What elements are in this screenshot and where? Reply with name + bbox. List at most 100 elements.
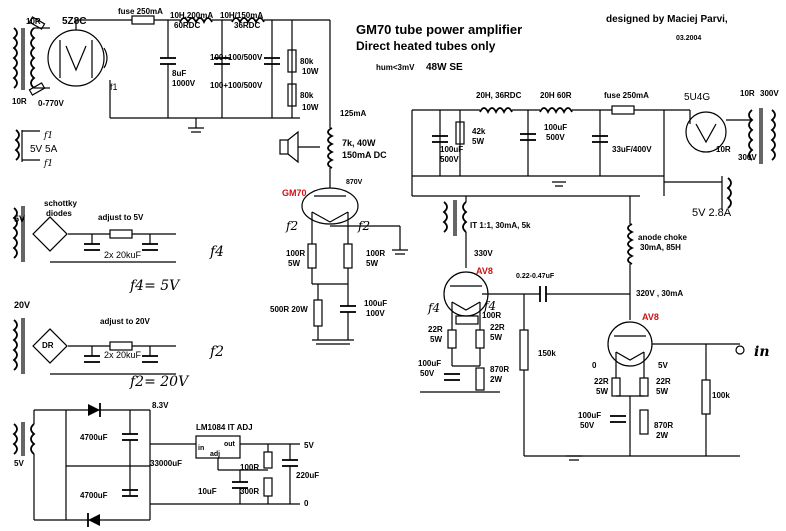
drv-v300b: 300V	[738, 153, 757, 162]
drv-choke2: 20H 60R	[540, 91, 572, 100]
hv-choke1b: 60RDC	[174, 21, 200, 30]
h2-adjust: adjust to 20V	[100, 317, 150, 326]
hv-r2w: 10W	[302, 103, 319, 112]
in-r22b: 22R	[656, 377, 671, 386]
lv-out-v: 5V	[304, 441, 314, 450]
h2-v: 20V	[14, 300, 30, 310]
in-r22a: 22R	[594, 377, 609, 386]
lv-zero: 0	[304, 499, 309, 508]
f2-gm70-left: f2	[285, 219, 298, 233]
power-label: 48W SE	[426, 62, 463, 73]
it-label: IT 1:1, 30mA, 5k	[470, 221, 531, 230]
h1-diodes: diodes	[46, 209, 72, 218]
out-r-left-w: 5W	[288, 259, 300, 268]
out-c-bottom: 100uF	[364, 299, 387, 308]
in-five: 5V	[658, 361, 668, 370]
hv-choke2: 10H/150mA	[220, 11, 263, 20]
hv-rect-name: 5Z8C	[62, 16, 86, 27]
drv-v300a: 300V	[760, 89, 779, 98]
in-r870w: 2W	[656, 431, 668, 440]
hv-filament: f1	[110, 82, 118, 92]
drv-c2v: 500V	[546, 133, 565, 142]
h2-f2: f2	[209, 344, 224, 360]
it-r150: 150k	[538, 349, 556, 358]
it-r870: 870R	[490, 365, 509, 374]
lv-in-v: 5V	[14, 459, 24, 468]
in-r22bw: 5W	[656, 387, 668, 396]
out-plate-v: 870V	[346, 179, 363, 186]
it-c100: 100uF	[418, 359, 441, 368]
drv-c1: 100uF	[440, 145, 463, 154]
title-line1: GM70 tube power amplifier	[356, 22, 522, 37]
hv-fuse: fuse 250mA	[118, 7, 163, 16]
drv-c1v: 500V	[440, 155, 459, 164]
h1-schottky: schottky	[44, 199, 77, 208]
in-r22aw: 5W	[596, 387, 608, 396]
hv-cap1b: 1000V	[172, 79, 196, 88]
drv-fuse: fuse 250mA	[604, 91, 649, 100]
hum-label: hum<3mV	[376, 63, 415, 72]
output-stage	[279, 127, 408, 345]
hv-heater-winding: 5V 5A	[30, 144, 58, 155]
h1-v: 5V	[14, 214, 25, 224]
f1-label-a: f1	[43, 131, 53, 141]
hv-choke2b: 36RDC	[234, 21, 260, 30]
lv-vout: 8.3V	[152, 401, 169, 410]
drv-c2: 100uF	[544, 123, 567, 132]
hv-cap2: 100+100/500V	[210, 53, 263, 62]
lv-pin-out: out	[224, 441, 236, 448]
drv-c3: 33uF/400V	[612, 145, 652, 154]
f1-label-b: f1	[43, 159, 53, 169]
drv-tube-name: AV8	[476, 266, 493, 276]
lv-reg: LM1084 IT ADJ	[196, 423, 253, 432]
it-r22a: 22R	[428, 325, 443, 334]
lv-pin-adj: adj	[210, 451, 220, 458]
lv-r300: 300R	[240, 487, 259, 496]
hv-tr-bottom: 10R	[12, 97, 27, 106]
in-r100k: 100k	[712, 391, 730, 400]
hv-r1w: 10W	[302, 67, 319, 76]
hv-voltage: 0-770V	[38, 99, 64, 108]
h2-dr: DR	[42, 341, 54, 350]
hv-supply	[12, 15, 331, 162]
out-r-right-w: 5W	[366, 259, 378, 268]
h1-f4eq: f4= 5V	[129, 278, 181, 294]
input-stage	[607, 321, 745, 456]
in-zero: 0	[592, 361, 597, 370]
in-c100v: 50V	[580, 421, 595, 430]
out-speaker: 7k, 40W	[342, 138, 376, 148]
it-r22bw: 5W	[490, 333, 502, 342]
it-r22aw: 5W	[430, 335, 442, 344]
title-line2: Direct heated tubes only	[356, 39, 496, 53]
drv-rect-name: 5U4G	[684, 92, 710, 103]
in-c100: 100uF	[578, 411, 601, 420]
it-v: 330V	[474, 249, 493, 258]
lv-c220: 220uF	[296, 471, 319, 480]
drv-r10b: 10R	[716, 145, 731, 154]
driver-supply	[411, 105, 776, 210]
drv-r1w: 5W	[472, 137, 484, 146]
f4-drv-left: f4	[427, 301, 440, 315]
it-pot: 100R	[482, 311, 501, 320]
hv-choke1: 10H.200mA	[170, 11, 213, 20]
out-r-bottom: 500R 20W	[270, 305, 308, 314]
it-v2: 320V , 30mA	[636, 289, 683, 298]
it-choke2: 30mA, 85H	[640, 243, 681, 252]
f4-drv-right: f4	[483, 299, 496, 313]
hv-cap1: 8uF	[172, 69, 186, 78]
h1-caps: 2x 20kuF	[104, 250, 142, 260]
out-r-left: 100R	[286, 249, 305, 258]
out-c-bottom-v: 100V	[366, 309, 385, 318]
h2-f2eq: f2= 20V	[129, 374, 190, 390]
hv-current: 125mA	[340, 109, 366, 118]
drv-r1: 42k	[472, 127, 486, 136]
h2-caps: 2x 20kuF	[104, 350, 142, 360]
date-label: 03.2004	[676, 35, 701, 42]
it-coupling: 0.22-0.47uF	[516, 273, 555, 280]
hv-r1: 80k	[300, 57, 314, 66]
hv-r2: 80k	[300, 91, 314, 100]
lowv-supply	[12, 403, 300, 527]
out-r-right: 100R	[366, 249, 385, 258]
out-tube-name: GM70	[282, 188, 307, 198]
